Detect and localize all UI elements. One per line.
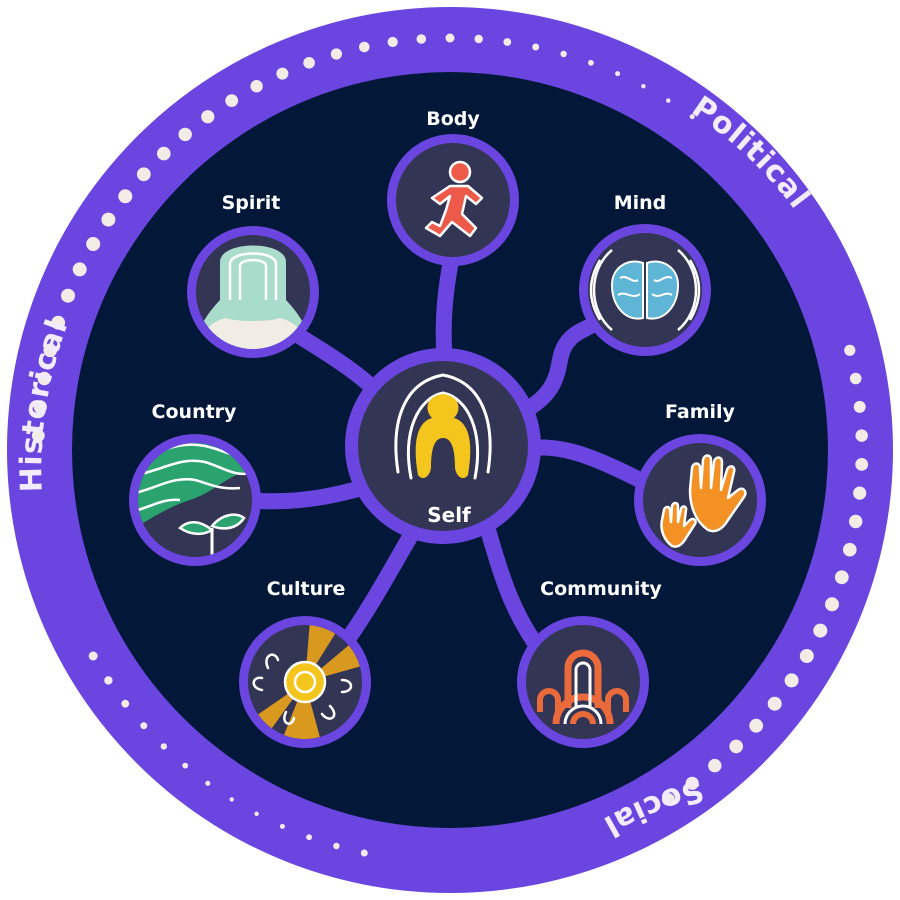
node-label-body: Body — [426, 108, 480, 130]
ring-dot — [416, 34, 427, 44]
brain-icon — [589, 249, 701, 331]
ring-dot — [330, 48, 342, 60]
ring-dot — [360, 849, 368, 857]
ring-dot — [853, 486, 867, 500]
ring-dot — [250, 80, 263, 93]
ring-dots — [31, 33, 869, 857]
ring-dot — [136, 167, 151, 182]
ring-dot — [503, 38, 512, 46]
ring-dot — [666, 98, 671, 103]
ring-dot — [182, 762, 189, 769]
ring-dot — [588, 59, 594, 66]
node-body[interactable]: Body — [387, 108, 519, 266]
ring-dot — [306, 834, 312, 841]
ring-dot — [853, 400, 866, 413]
node-mind[interactable]: Mind — [579, 192, 711, 356]
ring-dot — [157, 146, 171, 161]
ring-dot — [254, 811, 259, 816]
ring-dot — [849, 514, 863, 529]
ring-dot — [799, 649, 814, 663]
ring-dot — [37, 371, 51, 386]
node-label-community: Community — [540, 578, 662, 600]
node-label-culture: Culture — [267, 578, 346, 600]
ring-dot — [61, 288, 75, 303]
ring-dot — [51, 315, 66, 330]
node-country[interactable]: Country — [129, 401, 261, 566]
ring-dot — [843, 542, 857, 557]
ring-dot — [784, 673, 799, 688]
ring-dot — [661, 793, 675, 806]
node-label-family: Family — [665, 401, 736, 423]
ring-dot — [178, 127, 192, 142]
ring-dot — [205, 780, 211, 786]
ring-dot — [101, 212, 116, 227]
ring-dot — [825, 597, 839, 612]
running-figure-icon — [424, 160, 484, 238]
ring-dot — [72, 262, 87, 277]
ring-dot — [86, 237, 101, 251]
ring-dot — [333, 842, 340, 850]
ring-dot — [532, 43, 540, 51]
ring-dot — [160, 743, 167, 750]
node-family[interactable]: Family — [634, 401, 766, 566]
ring-dot — [813, 623, 828, 638]
connector-community — [477, 512, 548, 658]
node-label-mind: Mind — [614, 192, 667, 214]
ring-dot — [88, 651, 98, 661]
ring-dot — [303, 57, 315, 69]
ring-dot — [615, 71, 621, 77]
ring-dot — [767, 696, 782, 711]
ring-dot — [359, 41, 370, 53]
ring-dot — [474, 34, 483, 44]
ring-dot — [279, 823, 285, 829]
ring-dot — [104, 676, 113, 685]
node-community[interactable]: Community — [517, 578, 662, 748]
ring-dot — [844, 344, 856, 356]
node-spirit[interactable]: Spirit — [187, 192, 319, 358]
ring-dot — [445, 33, 455, 43]
node-culture[interactable]: Culture — [239, 578, 371, 750]
self-node[interactable]: Self — [345, 348, 541, 544]
ring-dot — [689, 114, 695, 120]
ring-dot — [834, 570, 849, 585]
node-label-country: Country — [152, 401, 238, 423]
self-figure-icon — [394, 373, 492, 480]
ring-dot — [276, 67, 289, 80]
ring-dot — [225, 94, 239, 107]
ring-dot — [229, 797, 234, 802]
ring-dot — [708, 758, 722, 773]
ring-dot — [641, 84, 646, 89]
ring-dot — [121, 699, 130, 708]
ring-dot — [201, 110, 215, 124]
ring-dot — [849, 372, 862, 385]
ring-dot — [31, 429, 45, 442]
ring-dot — [118, 189, 133, 204]
ring-dot — [33, 400, 47, 414]
arches-icon — [537, 649, 629, 725]
node-label-spirit: Spirit — [222, 192, 281, 214]
connector-mind — [502, 312, 608, 428]
ring-dot — [855, 458, 869, 471]
ring-dot — [387, 36, 398, 48]
ring-dot — [729, 739, 743, 754]
self-label: Self — [427, 503, 471, 527]
ring-dot — [685, 776, 699, 790]
ring-dot — [140, 722, 148, 730]
ring-dot — [43, 343, 57, 358]
hands-icon — [660, 454, 747, 548]
ring-dot — [749, 718, 764, 733]
ring-dot — [855, 429, 868, 442]
ring-dot — [560, 50, 567, 58]
